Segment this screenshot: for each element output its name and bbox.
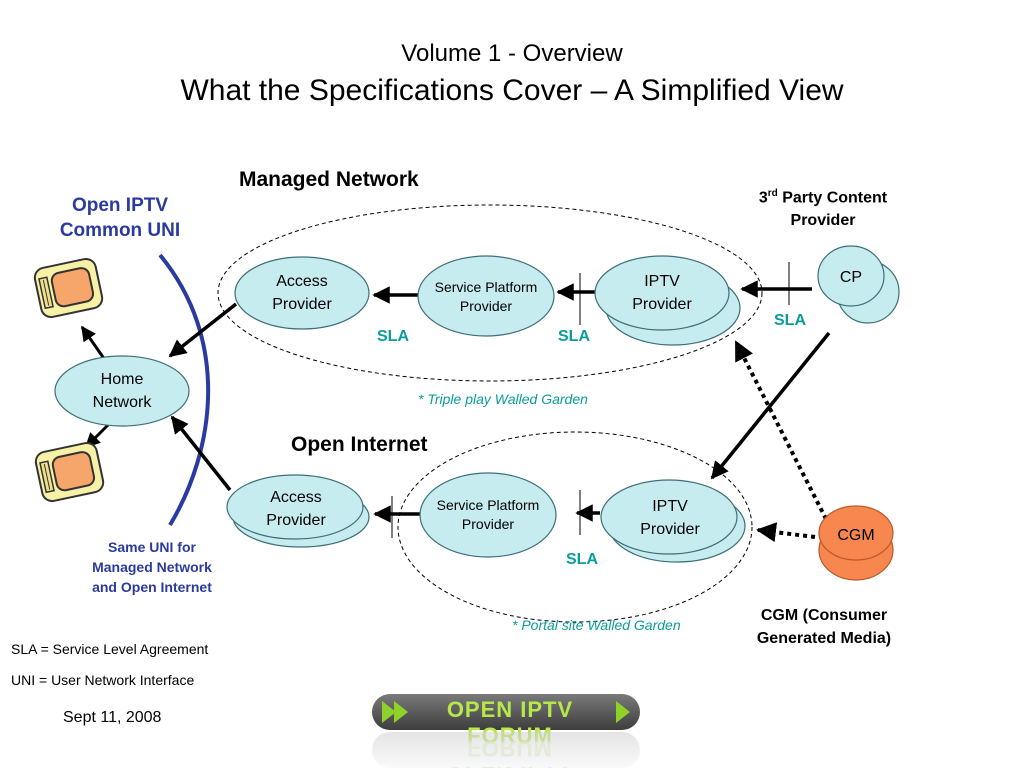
cgm-node — [818, 505, 894, 561]
slide-title: What the Specifications Cover – A Simpli… — [180, 74, 844, 107]
slide-date: Sept 11, 2008 — [63, 709, 162, 726]
sla-label: SLA — [377, 328, 409, 345]
service-platform-open-node — [419, 472, 557, 558]
open-iptv-forum-logo: OPEN IPTV FORUM OPEN IPTV FORUM — [372, 694, 642, 768]
arrow-home-to-tv-top — [80, 325, 107, 361]
access-provider-open-node — [226, 474, 364, 540]
managed-network-boundary — [217, 204, 763, 382]
uni-curve — [158, 253, 211, 527]
tv-icon — [34, 441, 105, 503]
arrow-cp-to-iptv-open — [710, 331, 831, 480]
arrow-access-open-to-home — [170, 415, 232, 492]
open-internet-label: Open Internet — [291, 433, 428, 456]
uni-definition: UNI = User Network Interface — [11, 672, 195, 688]
dotted-arrow-cgm-to-iptv-open — [756, 522, 816, 543]
portal-site-note: * Portal site Walled Garden — [512, 617, 681, 633]
arrow-access-to-home — [168, 302, 238, 358]
tv-icon — [33, 257, 104, 319]
slide-subtitle: Volume 1 - Overview — [401, 40, 623, 67]
iptv-provider-managed-node — [594, 255, 730, 331]
service-platform-managed-node — [417, 255, 555, 337]
sla-label: SLA — [566, 551, 598, 568]
sla-label: SLA — [774, 312, 806, 329]
iptv-provider-open-node — [600, 479, 738, 555]
dotted-arrow-cgm-to-iptv-managed — [734, 340, 828, 520]
cp-node — [817, 245, 885, 307]
managed-network-label: Managed Network — [239, 168, 419, 191]
access-provider-managed-node — [234, 256, 370, 330]
sla-definition: SLA = Service Level Agreement — [11, 641, 209, 657]
cp-label: CP — [839, 268, 863, 286]
open-internet-boundary — [397, 431, 753, 623]
home-network-node — [54, 355, 190, 427]
triple-play-note: * Triple play Walled Garden — [418, 391, 588, 407]
sla-label: SLA — [558, 328, 590, 345]
cgm-label: CGM — [837, 526, 875, 544]
